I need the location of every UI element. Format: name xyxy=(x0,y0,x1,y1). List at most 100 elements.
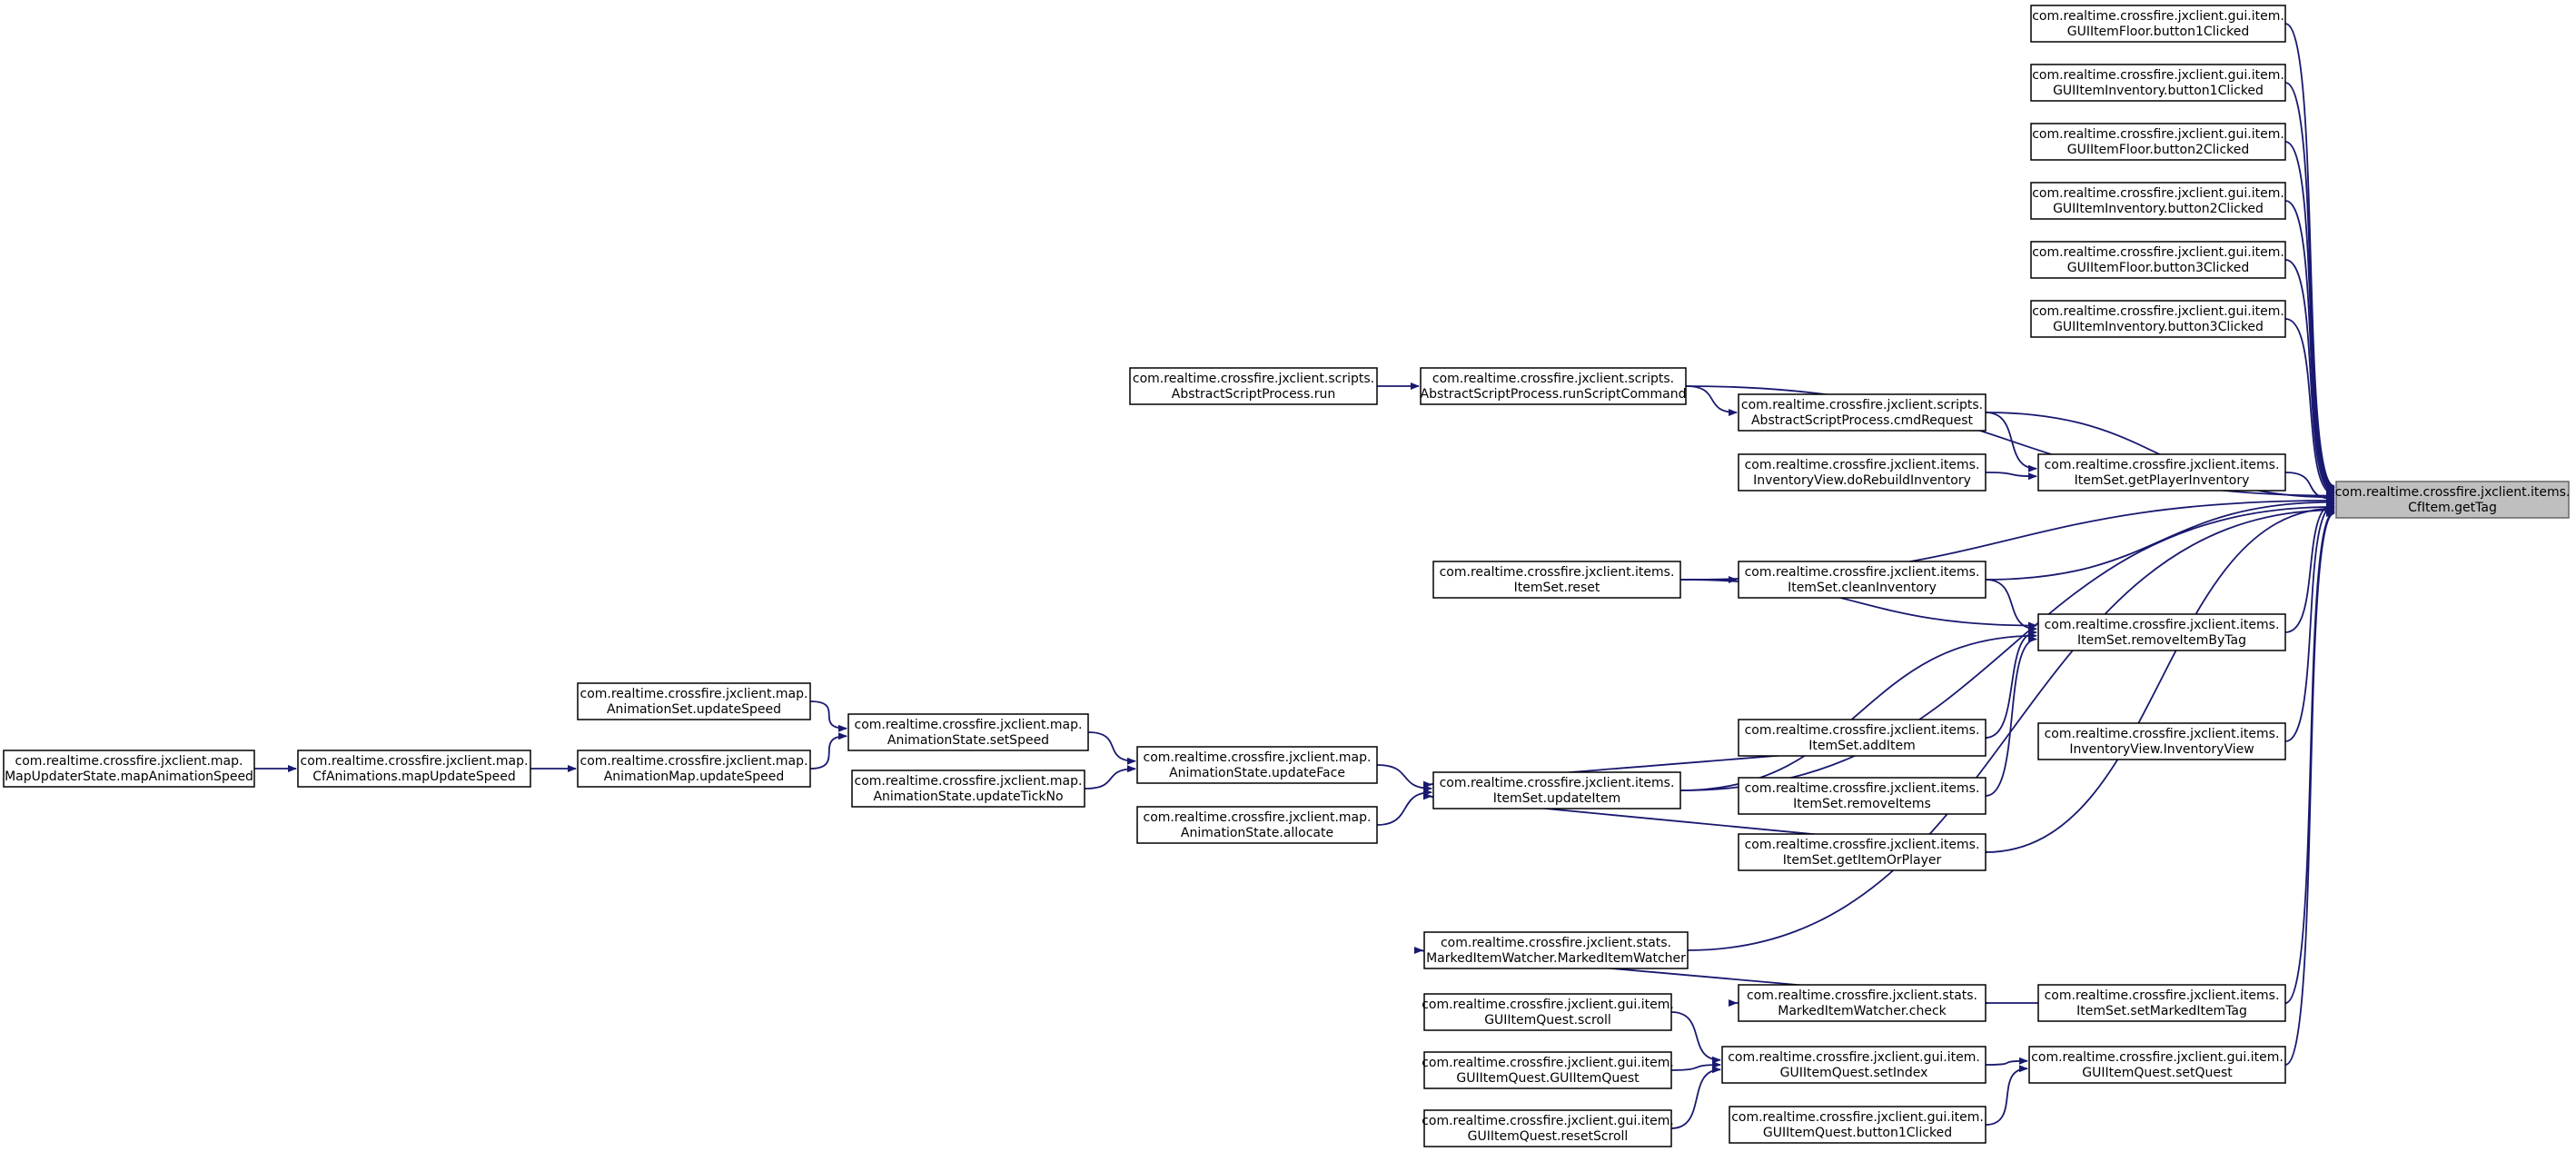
node-guiitemquest-resetscroll[interactable]: com.realtime.crossfire.jxclient.gui.item… xyxy=(1422,1109,1674,1147)
edge-animationstate-setspeed-to-animationstate-updateface xyxy=(1087,731,1136,765)
node-guiiteminventory-button2clicked[interactable]: com.realtime.crossfire.jxclient.gui.item… xyxy=(2030,182,2286,220)
node-itemset-updateitem[interactable]: com.realtime.crossfire.jxclient.items.It… xyxy=(1432,771,1681,809)
node-itemset-getitemorplayer-label-line-2: ItemSet.getItemOrPlayer xyxy=(1783,853,1942,868)
node-guiitemfloor-button1clicked[interactable]: com.realtime.crossfire.jxclient.gui.item… xyxy=(2030,5,2286,43)
node-animationmap-updatespeed[interactable]: com.realtime.crossfire.jxclient.map.Anim… xyxy=(577,750,811,788)
node-abstractscriptprocess-run-box xyxy=(1129,367,1378,405)
node-animationstate-allocate[interactable]: com.realtime.crossfire.jxclient.map.Anim… xyxy=(1136,806,1378,844)
node-animationstate-setspeed[interactable]: com.realtime.crossfire.jxclient.map.Anim… xyxy=(847,713,1089,751)
node-inventoryview-dorebuildinventory[interactable]: com.realtime.crossfire.jxclient.items.In… xyxy=(1738,453,1986,492)
node-abstractscriptprocess-cmdrequest-label-line-2: AbstractScriptProcess.cmdRequest xyxy=(1751,413,1974,428)
node-markeditemwatcher-markeditemwatcher[interactable]: com.realtime.crossfire.jxclient.stats.Ma… xyxy=(1423,931,1689,969)
edge-guiitemquest-setquest-to-cfitem-gettag xyxy=(2284,510,2335,1066)
node-guiiteminventory-button3clicked-label-line-2: GUIItemInventory.button3Clicked xyxy=(2053,320,2264,334)
node-itemset-removeitembytag[interactable]: com.realtime.crossfire.jxclient.items.It… xyxy=(2037,613,2286,651)
node-guiitemfloor-button2clicked[interactable]: com.realtime.crossfire.jxclient.gui.item… xyxy=(2030,123,2286,161)
edge-animationmap-updatespeed-to-animationstate-setspeed xyxy=(809,732,847,770)
node-cfitem-gettag-box xyxy=(2335,481,2570,519)
node-animationset-updatespeed[interactable]: com.realtime.crossfire.jxclient.map.Anim… xyxy=(577,682,811,720)
node-abstractscriptprocess-run[interactable]: com.realtime.crossfire.jxclient.scripts.… xyxy=(1129,367,1378,405)
node-itemset-getplayerinventory[interactable]: com.realtime.crossfire.jxclient.items.It… xyxy=(2037,453,2286,492)
node-guiitemquest-button1clicked-box xyxy=(1729,1106,1986,1144)
edge-itemset-updateitem-to-cfitem-gettag xyxy=(1679,502,2335,791)
node-itemset-setmarkeditemtag-label-line-1: com.realtime.crossfire.jxclient.items. xyxy=(2045,988,2280,1003)
node-animationstate-updateface-label-line-1: com.realtime.crossfire.jxclient.map. xyxy=(1144,750,1372,765)
node-guiitemquest-button1clicked-label-line-1: com.realtime.crossfire.jxclient.gui.item… xyxy=(1731,1110,1984,1125)
node-abstractscriptprocess-cmdrequest-box xyxy=(1738,393,1986,432)
edge-animationstate-updateticknno-to-animationstate-updateface xyxy=(1084,765,1136,790)
edge-guiitemquest-scroll-to-guiitemquest-setindex xyxy=(1670,1011,1721,1064)
node-itemset-updateitem-label-line-2: ItemSet.updateItem xyxy=(1493,791,1621,806)
node-inventoryview-inventoryview[interactable]: com.realtime.crossfire.jxclient.items.In… xyxy=(2037,722,2286,760)
node-animationmap-updatespeed-label-line-1: com.realtime.crossfire.jxclient.map. xyxy=(580,754,808,769)
node-animationstate-allocate-label-line-1: com.realtime.crossfire.jxclient.map. xyxy=(1144,810,1372,825)
node-itemset-additem-box xyxy=(1738,719,1986,757)
node-guiiteminventory-button1clicked-box xyxy=(2030,64,2286,102)
node-itemset-removeitems-box xyxy=(1738,777,1986,815)
node-guiitemfloor-button3clicked-label-line-1: com.realtime.crossfire.jxclient.gui.item… xyxy=(2032,245,2284,260)
node-itemset-getitemorplayer[interactable]: com.realtime.crossfire.jxclient.items.It… xyxy=(1738,833,1986,871)
node-itemset-removeitembytag-label-line-1: com.realtime.crossfire.jxclient.items. xyxy=(2045,618,2280,632)
node-markeditemwatcher-check-box xyxy=(1738,984,1986,1022)
node-itemset-reset[interactable]: com.realtime.crossfire.jxclient.items.It… xyxy=(1432,561,1681,599)
node-abstractscriptprocess-runscriptcommand[interactable]: com.realtime.crossfire.jxclient.scripts.… xyxy=(1420,367,1687,405)
node-itemset-cleaninventory-box xyxy=(1738,561,1986,599)
edge-itemset-cleaninventory-to-itemset-removeitembytag xyxy=(1985,579,2037,633)
node-guiitemfloor-button3clicked[interactable]: com.realtime.crossfire.jxclient.gui.item… xyxy=(2030,241,2286,279)
node-mapupdaterstate-mapanimationspeed-label-line-1: com.realtime.crossfire.jxclient.map. xyxy=(15,754,243,769)
node-guiitemquest-guiitemquest[interactable]: com.realtime.crossfire.jxclient.gui.item… xyxy=(1422,1051,1674,1089)
node-itemset-reset-label-line-2: ItemSet.reset xyxy=(1514,581,1600,595)
node-cfanimations-mapupdatespeed-label-line-2: CfAnimations.mapUpdateSpeed xyxy=(312,770,516,784)
node-guiiteminventory-button3clicked-box xyxy=(2030,300,2286,338)
node-guiitemfloor-button2clicked-box xyxy=(2030,123,2286,161)
node-animationset-updatespeed-label-line-2: AnimationSet.updateSpeed xyxy=(607,702,781,717)
node-markeditemwatcher-check[interactable]: com.realtime.crossfire.jxclient.stats.Ma… xyxy=(1738,984,1986,1022)
node-guiitemquest-resetscroll-label-line-1: com.realtime.crossfire.jxclient.gui.item… xyxy=(1422,1114,1674,1128)
node-guiitemquest-setindex[interactable]: com.realtime.crossfire.jxclient.gui.item… xyxy=(1721,1046,1986,1084)
node-itemset-cleaninventory[interactable]: com.realtime.crossfire.jxclient.items.It… xyxy=(1738,561,1986,599)
node-cfanimations-mapupdatespeed[interactable]: com.realtime.crossfire.jxclient.map.CfAn… xyxy=(297,750,531,788)
node-animationstate-updateticknno[interactable]: com.realtime.crossfire.jxclient.map.Anim… xyxy=(851,770,1085,808)
node-guiitemquest-button1clicked-label-line-2: GUIItemQuest.button1Clicked xyxy=(1763,1126,1952,1140)
node-itemset-removeitems-label-line-2: ItemSet.removeItems xyxy=(1793,797,1931,811)
node-guiitemquest-setindex-box xyxy=(1721,1046,1986,1084)
edge-abstractscriptprocess-runscriptcommand-to-abstractscriptprocess-cmdrequest xyxy=(1685,385,1738,416)
node-guiiteminventory-button3clicked[interactable]: com.realtime.crossfire.jxclient.gui.item… xyxy=(2030,300,2286,338)
edge-animationstate-allocate-to-itemset-updateitem xyxy=(1376,789,1432,826)
node-itemset-cleaninventory-label-line-2: ItemSet.cleanInventory xyxy=(1788,581,1937,595)
node-itemset-removeitembytag-label-line-2: ItemSet.removeItemByTag xyxy=(2077,633,2246,648)
node-itemset-additem[interactable]: com.realtime.crossfire.jxclient.items.It… xyxy=(1738,719,1986,757)
node-guiitemquest-setquest-box xyxy=(2028,1046,2286,1084)
node-guiitemquest-setquest[interactable]: com.realtime.crossfire.jxclient.gui.item… xyxy=(2028,1046,2286,1084)
edge-itemset-updateitem-to-itemset-removeitembytag xyxy=(1679,631,2037,791)
node-inventoryview-inventoryview-box xyxy=(2037,722,2286,760)
node-itemset-getplayerinventory-label-line-2: ItemSet.getPlayerInventory xyxy=(2075,473,2250,488)
edge-guiiteminventory-button3clicked-to-cfitem-gettag xyxy=(2284,318,2335,498)
node-guiitemfloor-button1clicked-label-line-2: GUIItemFloor.button1Clicked xyxy=(2067,25,2250,39)
node-guiitemquest-button1clicked[interactable]: com.realtime.crossfire.jxclient.gui.item… xyxy=(1729,1106,1986,1144)
node-abstractscriptprocess-run-label-line-2: AbstractScriptProcess.run xyxy=(1172,387,1335,402)
edge-markeditemwatcher-markeditemwatcher-to-cfitem-gettag xyxy=(1687,506,2335,951)
node-itemset-removeitems[interactable]: com.realtime.crossfire.jxclient.items.It… xyxy=(1738,777,1986,815)
node-itemset-setmarkeditemtag-label-line-2: ItemSet.setMarkedItemTag xyxy=(2076,1004,2247,1018)
node-itemset-setmarkeditemtag[interactable]: com.realtime.crossfire.jxclient.items.It… xyxy=(2037,984,2286,1022)
node-mapupdaterstate-mapanimationspeed[interactable]: com.realtime.crossfire.jxclient.map.MapU… xyxy=(3,750,255,788)
node-cfitem-gettag[interactable]: com.realtime.crossfire.jxclient.items.Cf… xyxy=(2335,481,2571,519)
node-itemset-getitemorplayer-box xyxy=(1738,833,1986,871)
node-markeditemwatcher-check-label-line-2: MarkedItemWatcher.check xyxy=(1778,1004,1947,1018)
node-inventoryview-dorebuildinventory-label-line-2: InventoryView.doRebuildInventory xyxy=(1753,473,1971,488)
node-abstractscriptprocess-cmdrequest[interactable]: com.realtime.crossfire.jxclient.scripts.… xyxy=(1738,393,1986,432)
edge-animationstate-updateface-to-itemset-updateitem xyxy=(1376,764,1432,792)
node-guiitemquest-resetscroll-label-line-2: GUIItemQuest.resetScroll xyxy=(1468,1129,1629,1144)
node-itemset-updateitem-box xyxy=(1432,771,1681,809)
node-animationstate-setspeed-label-line-2: AnimationState.setSpeed xyxy=(887,733,1049,748)
node-animationstate-updateface[interactable]: com.realtime.crossfire.jxclient.map.Anim… xyxy=(1136,746,1378,784)
node-guiitemquest-scroll[interactable]: com.realtime.crossfire.jxclient.gui.item… xyxy=(1422,993,1674,1031)
node-mapupdaterstate-mapanimationspeed-label-line-2: MapUpdaterState.mapAnimationSpeed xyxy=(5,770,253,784)
node-itemset-removeitembytag-box xyxy=(2037,613,2286,651)
node-animationstate-setspeed-label-line-1: com.realtime.crossfire.jxclient.map. xyxy=(855,718,1083,732)
node-itemset-additem-label-line-2: ItemSet.addItem xyxy=(1808,739,1916,753)
node-itemset-updateitem-label-line-1: com.realtime.crossfire.jxclient.items. xyxy=(1440,776,1675,790)
node-guiiteminventory-button1clicked[interactable]: com.realtime.crossfire.jxclient.gui.item… xyxy=(2030,64,2286,102)
